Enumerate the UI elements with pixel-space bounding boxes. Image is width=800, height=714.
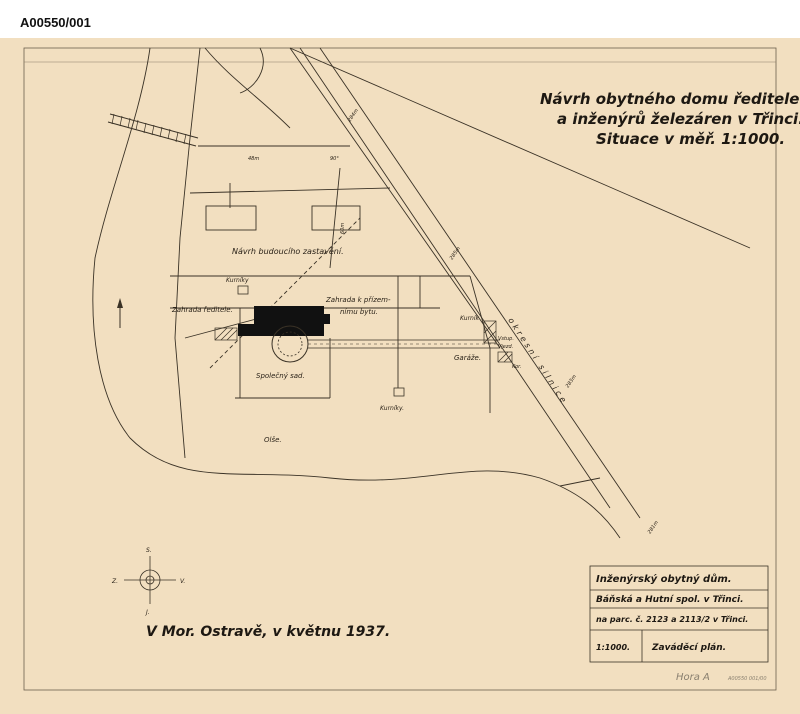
label-angle: 90°: [330, 156, 339, 162]
planned-building-left: [205, 205, 257, 231]
label-dim-60: 60m: [340, 223, 346, 234]
main-house: [238, 306, 330, 363]
railway-track: [107, 113, 199, 147]
pencil-note: Hora A: [676, 672, 710, 683]
label-kurniky-bottom: Kurníky.: [380, 405, 404, 412]
coop-bottom: [393, 387, 405, 397]
arrow-marker: [117, 298, 123, 328]
title-line1: Návrh obytného domu ředitele: [540, 90, 799, 108]
compass-west: Z.: [111, 578, 118, 585]
title-block: [589, 565, 769, 663]
label-future-building: Návrh budoucího zastavění.: [232, 246, 344, 256]
titleblock-row2: Báňská a Hutní spol. v Třinci.: [596, 595, 744, 605]
label-dim-48: 48m: [248, 156, 259, 162]
driveway: [308, 339, 500, 349]
label-kurnik-right: Kurník: [460, 315, 480, 322]
label-elev4: 281m: [647, 520, 660, 535]
label-elev1: 284m: [347, 108, 360, 123]
label-garden-ground2: nímu bytu.: [340, 308, 378, 316]
signature-place-date: V Mor. Ostravě, v květnu 1937.: [146, 624, 390, 640]
site-plan-drawing: Návrh obytného domu ředitele a inženýrů …: [23, 47, 800, 691]
hatched-sheds: [214, 320, 513, 363]
planned-building-right: [311, 205, 361, 231]
compass-south: J.: [145, 609, 150, 616]
titleblock-row3: na parc. č. 2123 a 2113/2 v Třinci.: [596, 614, 748, 624]
title-line3: Situace v měř. 1:1000.: [596, 130, 785, 148]
titleblock-scale: 1:1000.: [596, 643, 630, 652]
label-garden-director: Zahrada ředitele.: [171, 306, 233, 314]
coop-top: [237, 285, 249, 295]
titleblock-row1: Inženýrský obytný dům.: [596, 572, 732, 585]
compass-rose-icon: [124, 556, 176, 604]
label-common-garden: Společný sad.: [256, 372, 305, 380]
titleblock-plan: Zaváděcí plán.: [651, 642, 726, 653]
compass-north: S.: [146, 547, 152, 554]
compass-east: V.: [180, 578, 185, 585]
paper-sheet: Návrh obytného domu ředitele a inženýrů …: [0, 38, 800, 714]
title-line2: a inženýrů železáren v Třinci.: [557, 110, 800, 128]
label-garages: Garáže.: [454, 354, 481, 362]
label-elev3: 283m: [565, 374, 578, 389]
drawing-border: [23, 47, 777, 691]
label-road: okresní silnice: [506, 316, 569, 406]
stamp-note: A00550 001/00: [727, 676, 767, 682]
label-river: Olše.: [264, 436, 282, 444]
terrain-lines: [92, 47, 751, 539]
label-kurniky-top: Kurníky: [226, 277, 249, 284]
label-entrance2: Vjezd.: [498, 344, 513, 350]
label-kor: Kor.: [512, 364, 521, 370]
archive-id: A00550/001: [20, 15, 91, 30]
label-entrance: Vstup.: [498, 336, 514, 342]
label-garden-ground: Zahrada k přízem-: [325, 296, 391, 304]
